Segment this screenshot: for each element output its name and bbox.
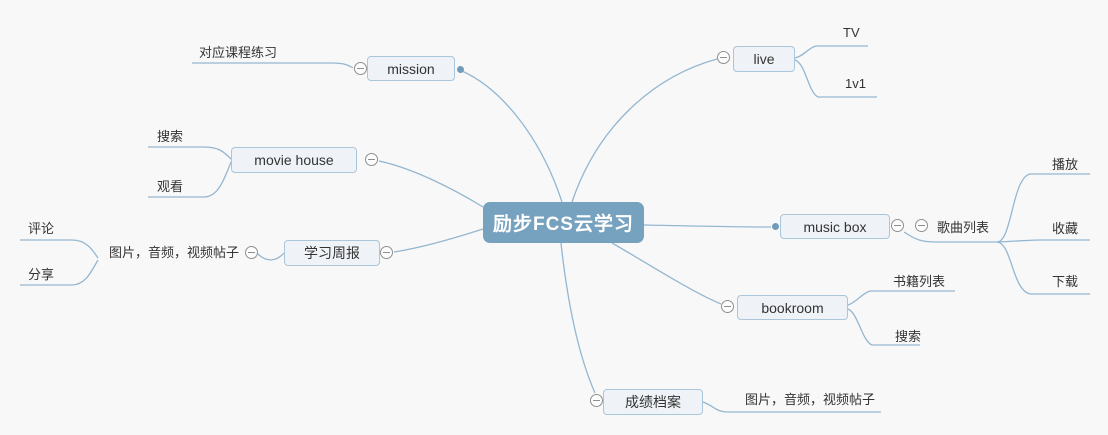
minus-icon — [248, 252, 255, 253]
edge-posts-comment — [20, 239, 99, 259]
root-node[interactable]: 励步FCS云学习 — [483, 202, 644, 243]
edge-live-1v1 — [794, 59, 877, 98]
edge-live-tv — [794, 45, 868, 59]
leaf-song-favorite[interactable]: 收藏 — [1052, 221, 1079, 236]
edge-movie-search — [148, 146, 232, 160]
node-music-box[interactable]: music box — [780, 214, 890, 239]
edge-archive-posts — [702, 401, 881, 413]
edge-mission-practice — [192, 62, 354, 69]
edge-movie-watch — [148, 161, 232, 198]
leaf-song-download[interactable]: 下载 — [1052, 274, 1079, 289]
edge-bookroom-booklist — [847, 290, 955, 306]
leaf-song-play[interactable]: 播放 — [1052, 157, 1079, 172]
minus-icon — [368, 159, 375, 160]
collapse-icon-report-posts[interactable] — [245, 246, 258, 259]
edge-songlist-play — [996, 173, 1090, 243]
leaf-report-posts[interactable]: 图片，音频，视频帖子 — [109, 245, 240, 260]
collapse-icon-music-box[interactable] — [891, 219, 904, 232]
leaf-post-comment[interactable]: 评论 — [28, 221, 55, 236]
node-bookroom[interactable]: bookroom — [737, 295, 848, 320]
edge-report-posts — [257, 252, 285, 261]
collapse-icon-bookroom[interactable] — [721, 300, 734, 313]
minus-icon — [357, 68, 364, 69]
edge-root-bookroom — [611, 242, 722, 305]
edge-musicbox-songlist — [903, 231, 997, 243]
edge-root-music-box — [643, 224, 772, 228]
edge-root-weekly-report — [393, 228, 484, 253]
collapse-icon-song-list[interactable] — [915, 219, 928, 232]
leaf-course-practice[interactable]: 对应课程练习 — [199, 45, 278, 60]
connection-dot-icon-mission — [457, 66, 464, 73]
node-movie-house[interactable]: movie house — [231, 147, 357, 173]
minus-icon — [918, 225, 925, 226]
node-mission[interactable]: mission — [367, 56, 455, 81]
node-weekly-report[interactable]: 学习周报 — [284, 240, 380, 266]
leaf-live-1v1[interactable]: 1v1 — [845, 76, 866, 91]
leaf-live-tv[interactable]: TV — [843, 25, 860, 40]
collapse-icon-movie-house[interactable] — [365, 153, 378, 166]
edge-bookroom-search — [847, 308, 920, 346]
minus-icon — [724, 306, 731, 307]
edge-root-mission — [461, 70, 563, 203]
edge-root-score-archive — [560, 242, 596, 394]
leaf-book-search[interactable]: 搜索 — [895, 329, 922, 344]
collapse-icon-mission[interactable] — [354, 62, 367, 75]
edge-songlist-download — [996, 241, 1090, 295]
edge-root-movie-house — [378, 160, 484, 208]
collapse-icon-live[interactable] — [717, 51, 730, 64]
leaf-post-share[interactable]: 分享 — [28, 267, 55, 282]
minus-icon — [593, 400, 600, 401]
minus-icon — [894, 225, 901, 226]
leaf-book-list[interactable]: 书籍列表 — [893, 274, 946, 289]
connection-dot-icon-music-box — [772, 223, 779, 230]
leaf-archive-posts[interactable]: 图片，音频，视频帖子 — [745, 392, 876, 407]
edge-songlist-favorite — [996, 239, 1090, 243]
leaf-movie-watch[interactable]: 观看 — [157, 179, 184, 194]
leaf-movie-search[interactable]: 搜索 — [157, 129, 184, 144]
edge-posts-share — [20, 259, 99, 286]
node-score-archive[interactable]: 成绩档案 — [603, 389, 703, 415]
leaf-song-list[interactable]: 歌曲列表 — [937, 220, 990, 235]
minus-icon — [720, 57, 727, 58]
minus-icon — [383, 252, 390, 253]
collapse-icon-weekly-report[interactable] — [380, 246, 393, 259]
edge-root-live — [571, 58, 718, 203]
collapse-icon-score-archive[interactable] — [590, 394, 603, 407]
node-live[interactable]: live — [733, 46, 795, 72]
